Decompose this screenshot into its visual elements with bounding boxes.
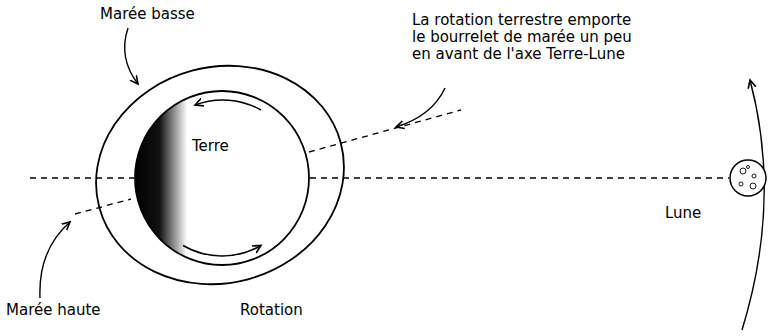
- earth-disc: [135, 91, 309, 265]
- earth-globe: Terre: [134, 90, 310, 266]
- moon-crater: [739, 182, 743, 186]
- axis-connector: [310, 177, 729, 178]
- node-label: Lune: [665, 205, 701, 222]
- leader-arrow: [40, 222, 70, 298]
- moon-crater: [752, 174, 756, 178]
- moon-orbit: [742, 80, 764, 330]
- earth-moon-axis: [30, 177, 134, 178]
- rotation-label: Rotation: [240, 302, 303, 319]
- high-tide-label: Marée haute: [6, 302, 101, 319]
- earth-shape: [134, 90, 310, 266]
- moon-shape: [729, 159, 767, 197]
- moon-crater: [750, 183, 756, 189]
- node-label: Terre: [192, 138, 229, 155]
- moon-body: Lune: [729, 159, 767, 197]
- rotation-arrow: [195, 100, 261, 110]
- low-tide-label: Marée basse: [100, 6, 195, 23]
- bulge-axis: [75, 199, 131, 214]
- leader-arrow: [396, 88, 445, 127]
- moon-disc: [730, 160, 766, 196]
- bulge-axis: [309, 110, 461, 152]
- callout-note: La rotation terrestre emporte le bourrel…: [412, 12, 637, 63]
- tidal-bulge: [71, 38, 368, 311]
- moon-crater: [747, 166, 750, 169]
- rotation-arrow: [183, 246, 261, 256]
- moon-crater: [740, 168, 746, 174]
- leader-arrow: [125, 28, 138, 84]
